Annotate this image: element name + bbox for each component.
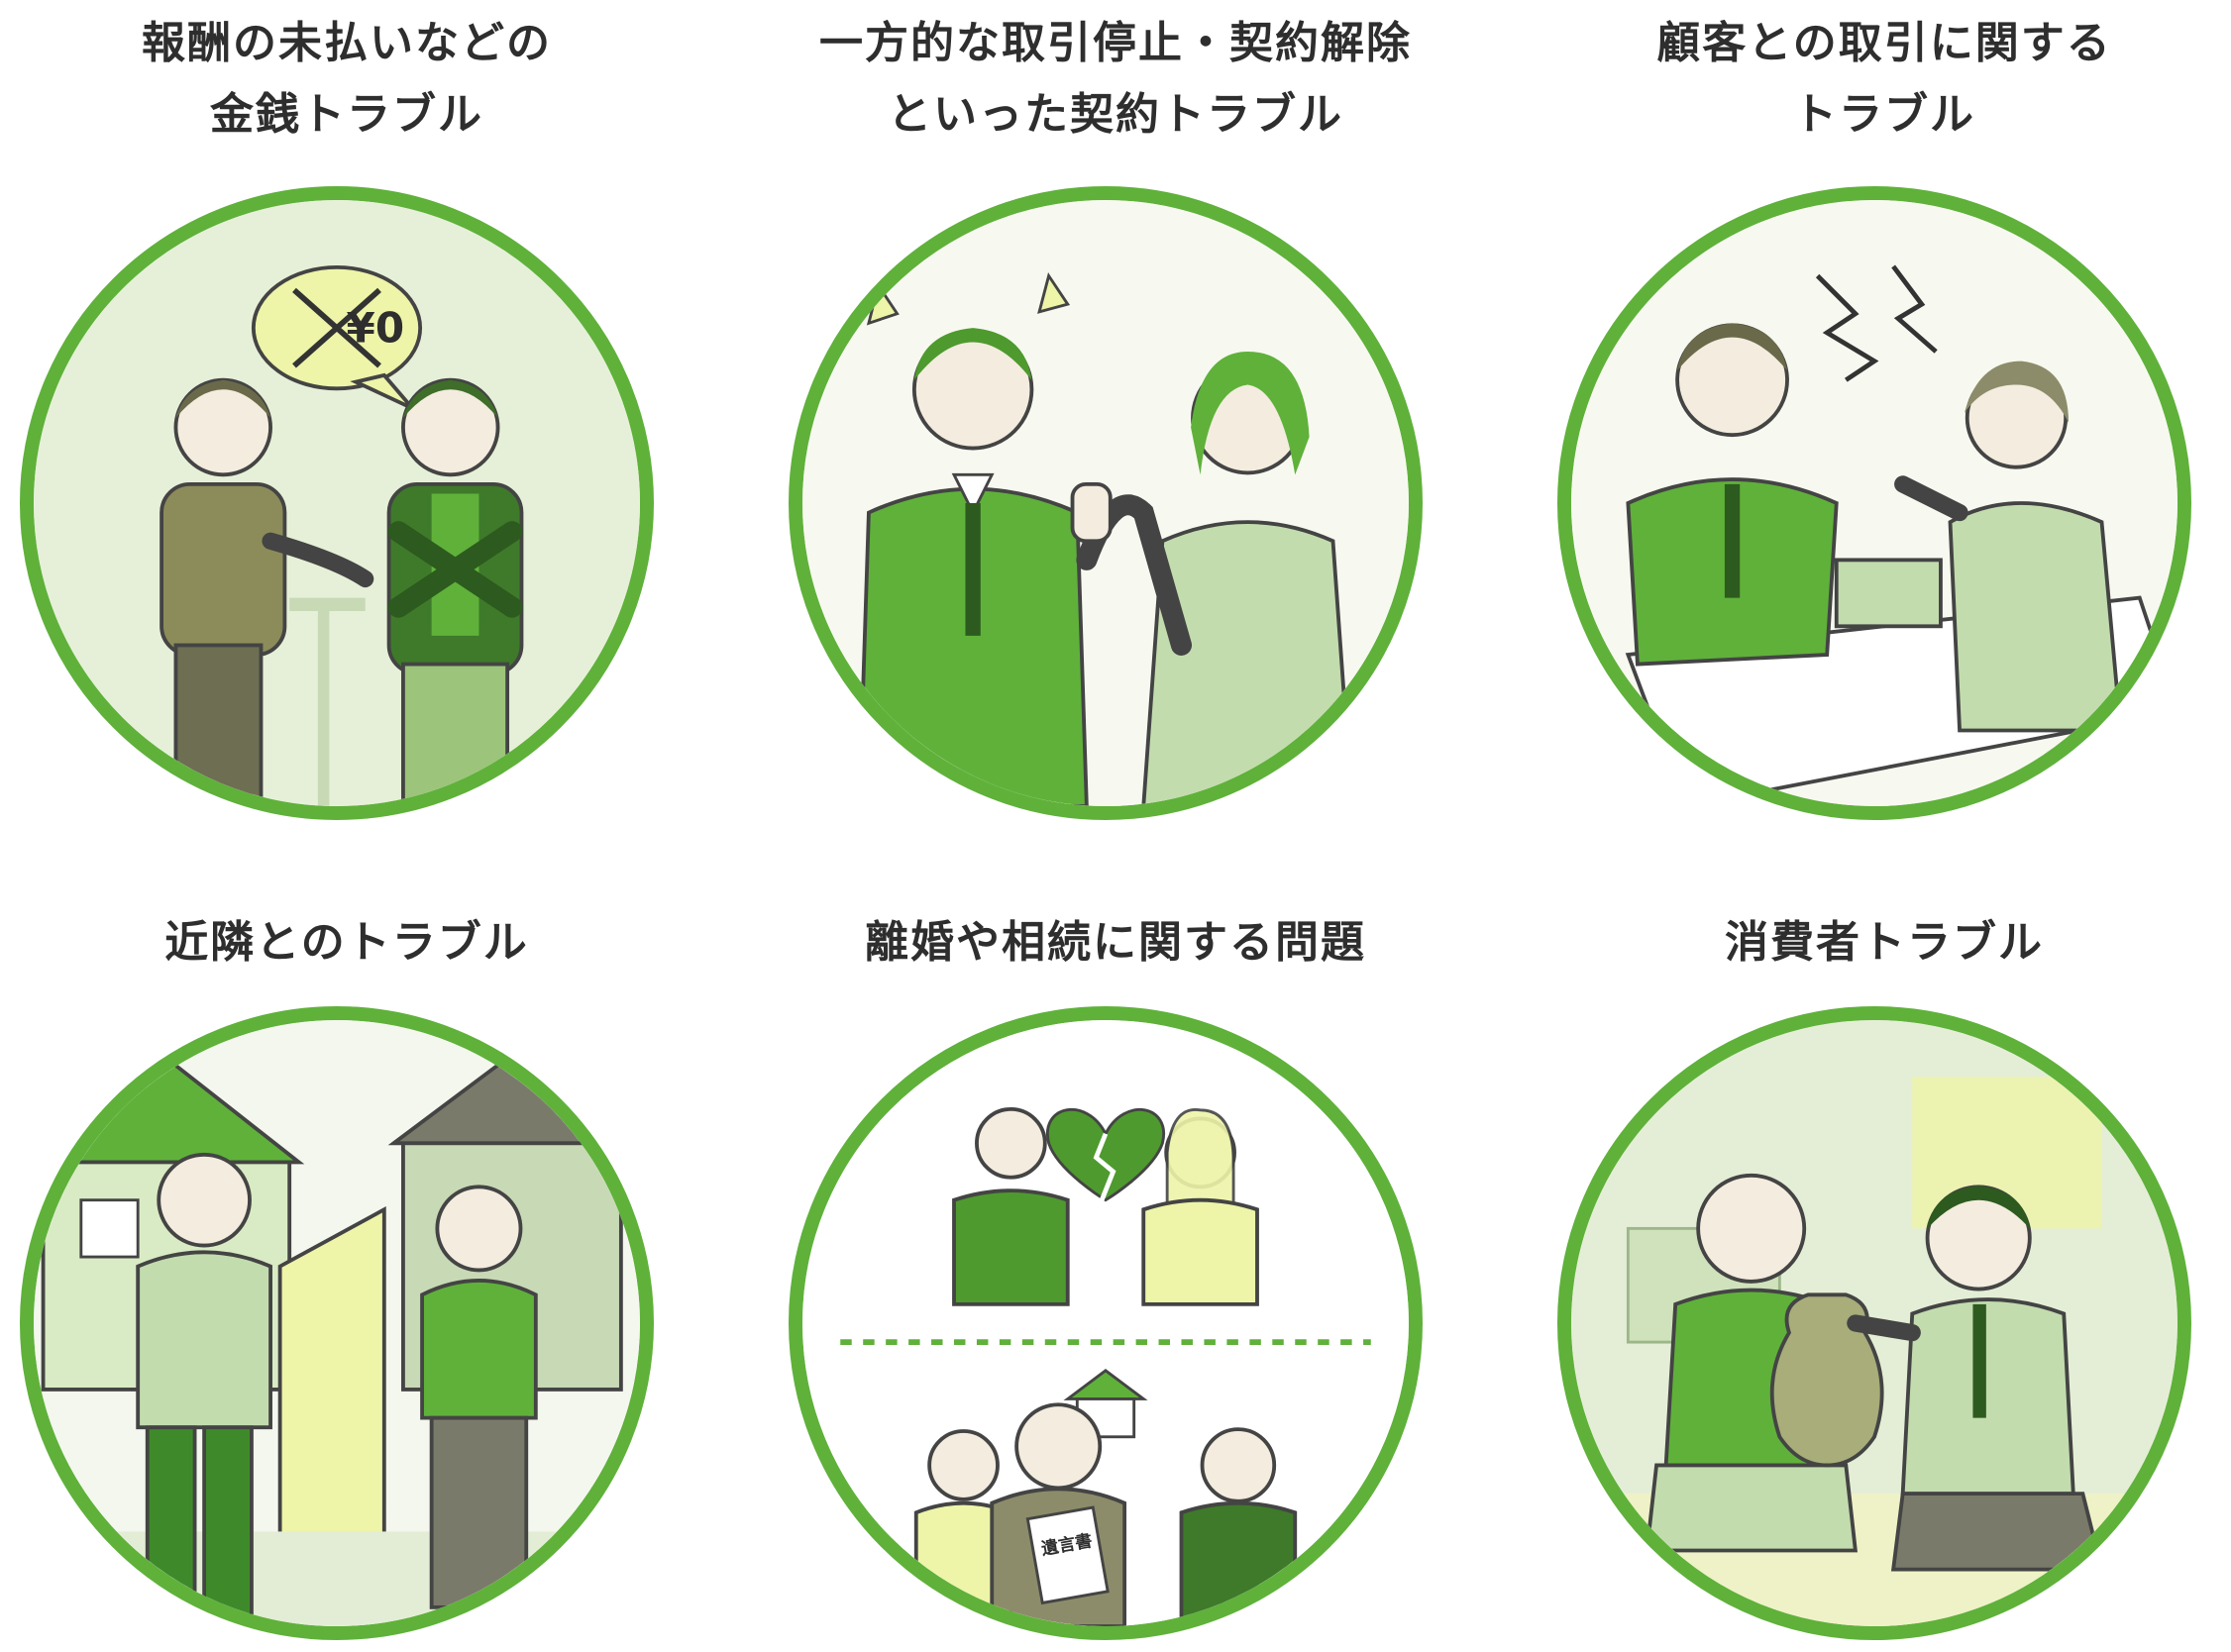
trouble-item-customer: 顧客との取引に関する トラブル [1538, 0, 2231, 820]
contract-termination-icon [802, 200, 1409, 806]
neighbor-dispute-icon [34, 1020, 640, 1626]
customer-dispute-icon [1571, 200, 2178, 806]
divorce-inheritance-illustration: 遺言書 [789, 1006, 1423, 1640]
contract-termination-illustration [789, 186, 1423, 820]
trouble-item-contract: 一方的な取引停止・契約解除 といった契約トラブル [769, 0, 1462, 820]
divorce-inheritance-icon: 遺言書 [802, 1020, 1409, 1626]
neighbor-dispute-illustration [20, 1006, 654, 1640]
unpaid-fee-icon: ¥0 [34, 200, 640, 806]
unpaid-fee-illustration: ¥0 [20, 186, 654, 820]
consumer-trouble-icon [1571, 1020, 2178, 1626]
trouble-item-money: 報酬の未払いなどの 金銭トラブル ¥0 [0, 0, 693, 820]
customer-dispute-illustration [1557, 186, 2191, 820]
trouble-title: 離婚や相続に関する問題 [865, 917, 1366, 968]
trouble-title: 顧客との取引に関する トラブル [1656, 18, 2112, 140]
trouble-title: 一方的な取引停止・契約解除 といった契約トラブル [819, 18, 1412, 140]
trouble-title: 消費者トラブル [1725, 917, 2044, 968]
zero-yen-badge: ¥0 [347, 303, 405, 352]
consumer-trouble-illustration [1557, 1006, 2191, 1640]
trouble-title: 報酬の未払いなどの 金銭トラブル [142, 18, 552, 140]
trouble-title: 近隣とのトラブル [164, 917, 529, 968]
